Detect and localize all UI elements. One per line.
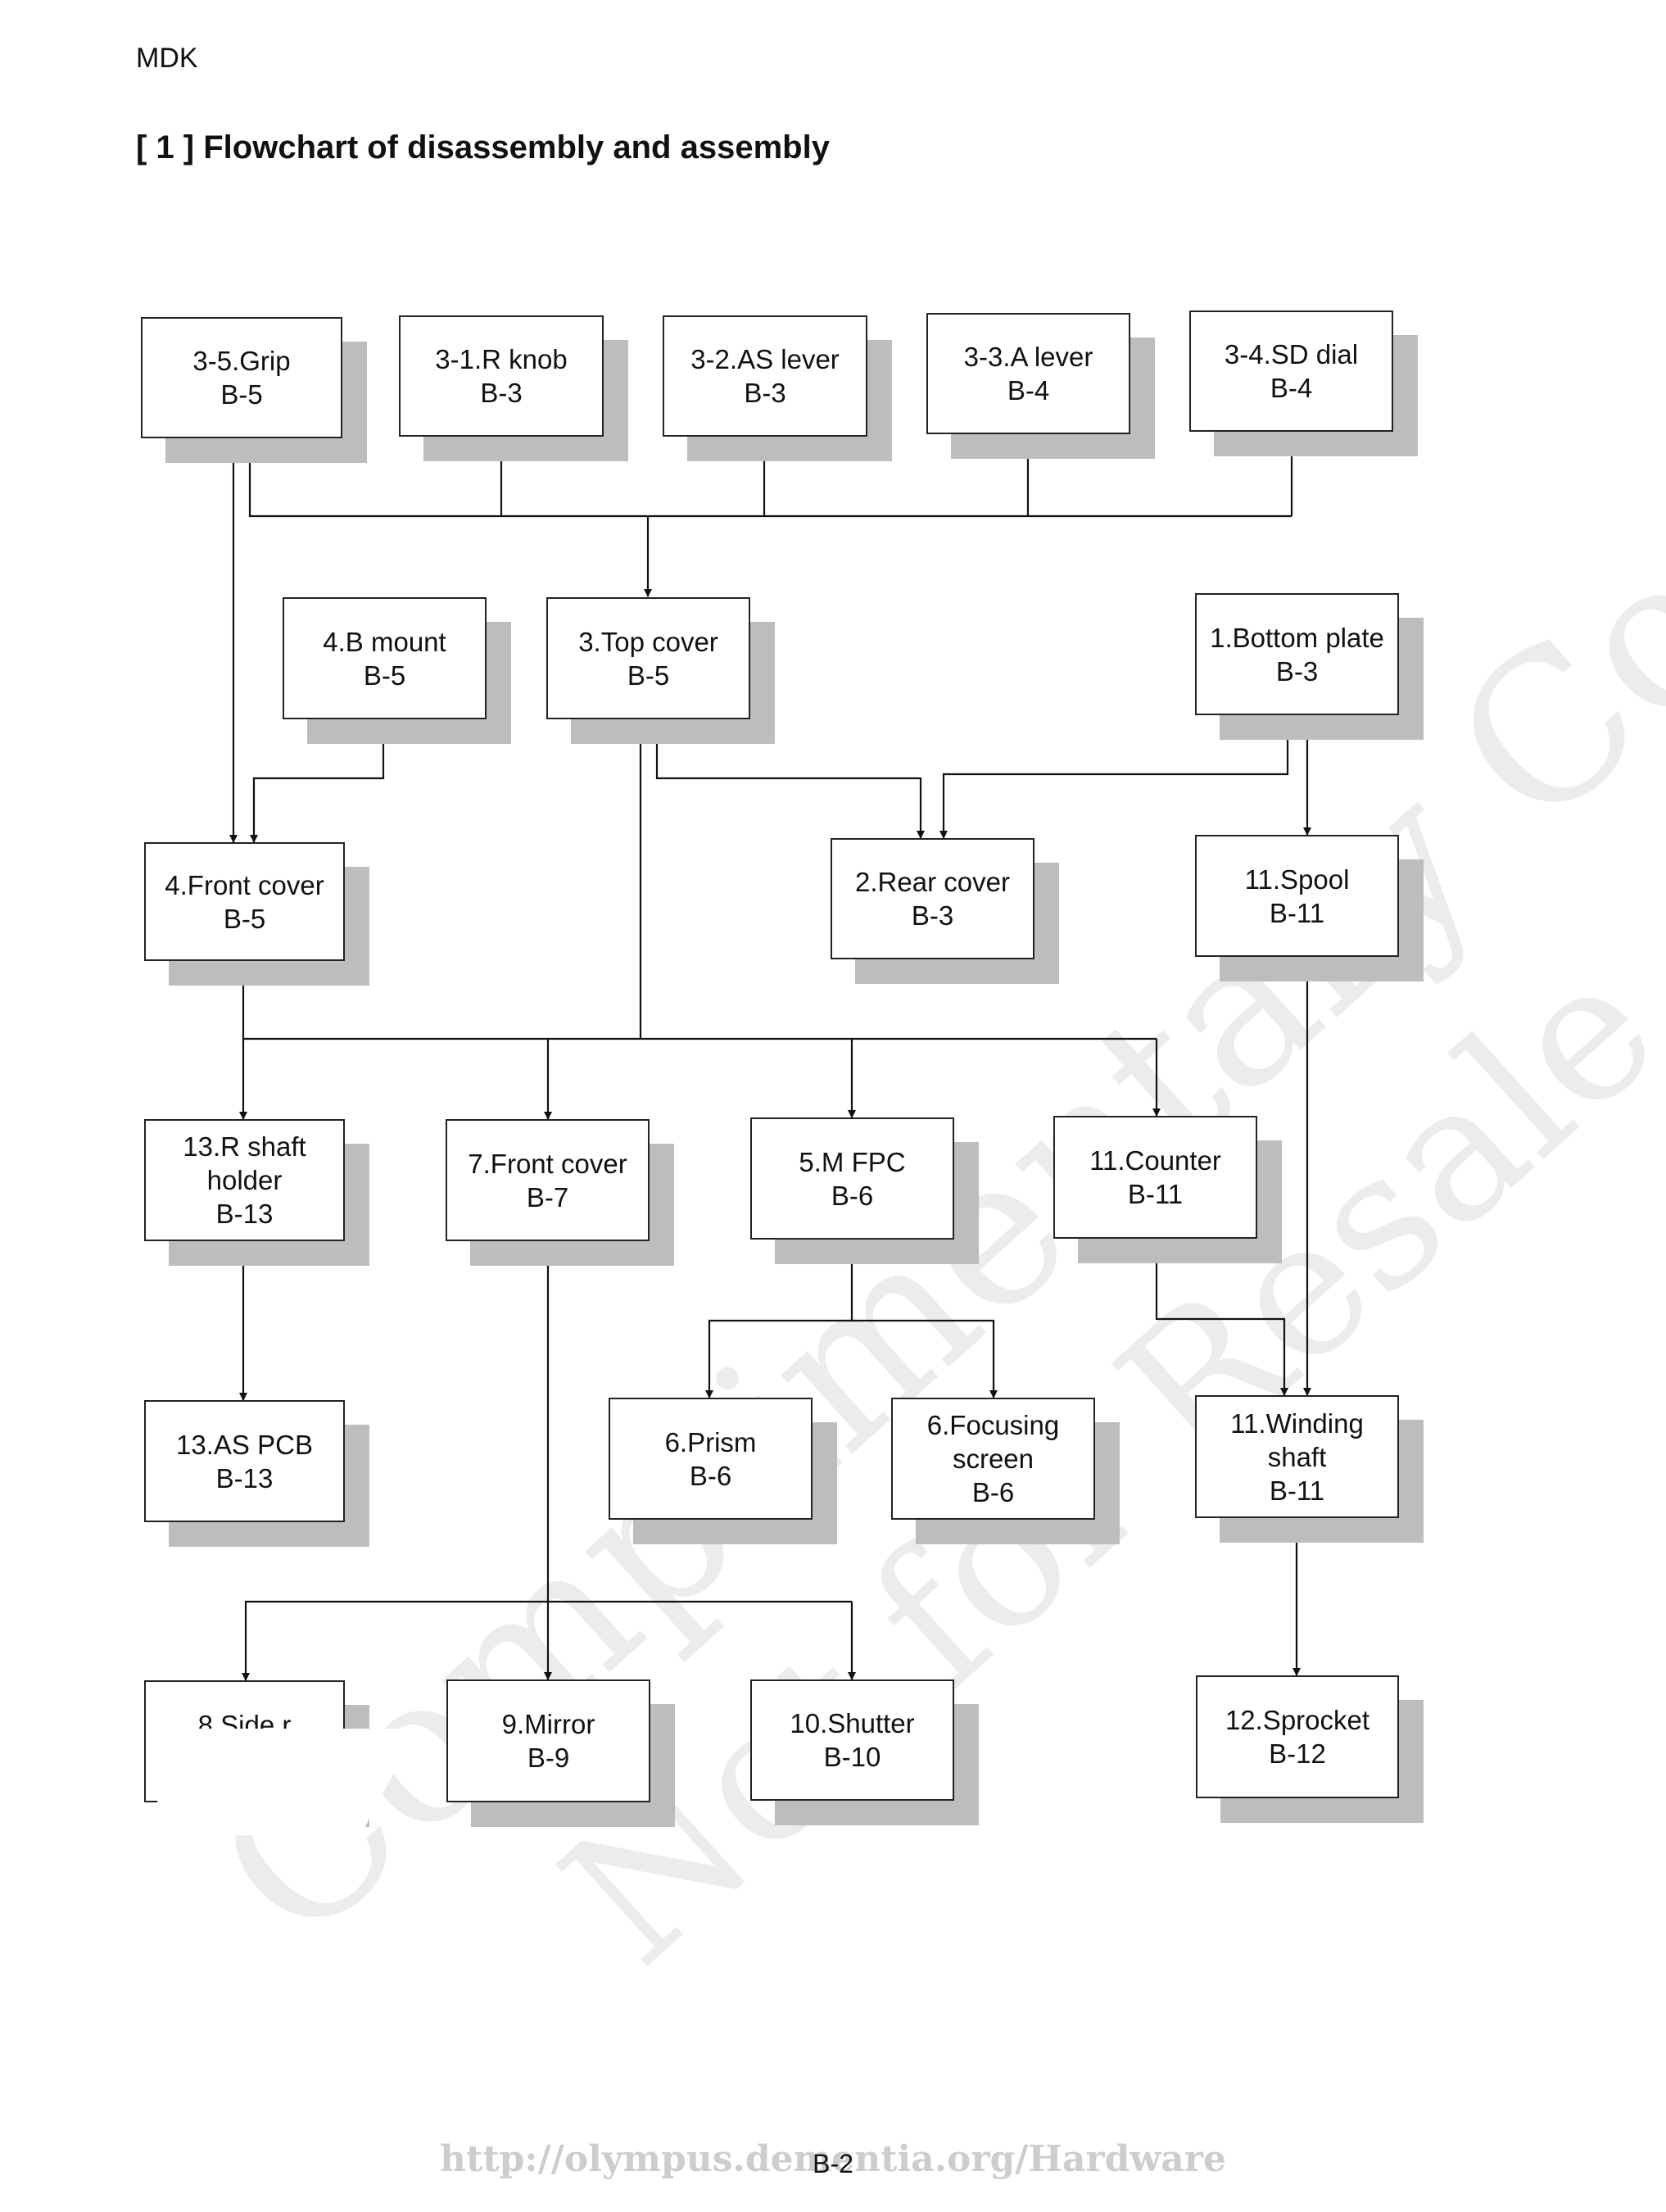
node-title: 6.Focusing <box>926 1410 1060 1440</box>
node-page-ref: B-3 <box>1275 655 1319 687</box>
node-rear-cover: 2.Rear cover B-3 <box>831 838 1059 984</box>
node-title: 11.Winding <box>1230 1407 1364 1439</box>
arrow-to-focusing-screen <box>852 1319 998 1398</box>
node-title: 2.Rear cover <box>855 867 1010 897</box>
node-title: 4.Front cover <box>165 869 324 900</box>
node-title: 3-3.A lever <box>963 342 1093 372</box>
node-as-pcb: 13.AS PCB B-13 <box>144 1400 369 1547</box>
node-page-ref: B-9 <box>527 1743 570 1773</box>
node-spool: 11.Spool B-11 <box>1195 835 1424 981</box>
node-page-ref: B-5 <box>627 660 670 691</box>
node-title: 3-2.AS lever <box>690 344 840 374</box>
arrow-bottom-plate-to-rear-cover <box>939 715 1289 839</box>
arrow-counter-to-winding-shaft <box>1155 1239 1288 1396</box>
node-r-shaft-holder: 13.R shaft holder B-13 <box>144 1119 369 1266</box>
node-page-ref: B-4 <box>1007 375 1050 406</box>
node-title-continued: shaft <box>1267 1441 1327 1472</box>
node-title: 13.AS PCB <box>176 1429 313 1460</box>
node-top-cover: 3.Top cover B-5 <box>546 597 775 744</box>
arrow-to-prism <box>705 1240 853 1398</box>
node-winding-shaft: 11.Winding shaft B-11 <box>1195 1395 1424 1543</box>
node-title: 5.M FPC <box>799 1146 906 1177</box>
node-title: 11.Counter <box>1089 1145 1221 1176</box>
node-m-fpc: 5.M FPC B-6 <box>750 1117 979 1264</box>
node-title: 12.Sprocket <box>1225 1705 1370 1735</box>
node-focusing-screen: 6.Focusing screen B-6 <box>891 1398 1120 1544</box>
node-title-continued: holder <box>206 1165 283 1195</box>
node-page-ref: B-6 <box>689 1460 732 1491</box>
node-page-ref: B-6 <box>971 1477 1015 1507</box>
node-title: 13.R shaft <box>183 1131 306 1162</box>
page-number: B-2 <box>813 2149 853 2178</box>
node-grip: 3-5.Grip B-5 <box>141 317 367 463</box>
node-sd-dial: 3-4.SD dial B-4 <box>1189 310 1418 456</box>
node-title: 9.Mirror <box>501 1709 595 1739</box>
node-page-ref: B-13 <box>215 1199 274 1229</box>
node-title: 3-1.R knob <box>435 344 568 374</box>
node-page-ref: B-13 <box>215 1462 274 1494</box>
node-title: 11.Spool <box>1244 863 1350 895</box>
node-page-ref: B-7 <box>526 1181 569 1213</box>
node-page-ref: B-10 <box>823 1742 881 1772</box>
node-title: 3-5.Grip <box>192 346 291 376</box>
node-title: 10.Shutter <box>790 1708 915 1738</box>
node-front-cover-4: 4.Front cover B-5 <box>144 842 369 986</box>
node-b-mount: 4.B mount B-5 <box>283 597 511 744</box>
node-page-ref: B-4 <box>1270 373 1313 403</box>
node-title-continued: screen <box>952 1444 1034 1474</box>
node-mirror: 9.Mirror B-9 <box>446 1679 675 1827</box>
page-title: [ 1 ] Flowchart of disassembly and assem… <box>136 129 830 165</box>
node-page-ref: B-3 <box>744 378 786 408</box>
node-title: 3.Top cover <box>578 626 718 657</box>
connector-knob-row-bus <box>248 438 1292 518</box>
node-as-lever: 3-2.AS lever B-3 <box>663 315 892 461</box>
node-page-ref: B-3 <box>911 900 954 931</box>
node-r-knob: 3-1.R knob B-3 <box>399 315 628 461</box>
node-page-ref: B-6 <box>831 1180 874 1211</box>
node-title: 1.Bottom plate <box>1210 622 1384 653</box>
arrow-top-cover-to-rear-cover <box>655 719 925 839</box>
node-title: 4.B mount <box>323 626 446 657</box>
node-a-lever: 3-3.A lever B-4 <box>926 313 1155 459</box>
arrow-to-side <box>242 1600 852 1681</box>
node-prism: 6.Prism B-6 <box>609 1398 837 1544</box>
node-page-ref: B-11 <box>1269 897 1325 928</box>
node-page-ref: B-5 <box>363 660 406 691</box>
node-title: 6.Prism <box>664 1426 757 1457</box>
node-page-ref: B-5 <box>223 903 266 934</box>
document-code: MDK <box>136 43 198 74</box>
node-sprocket: 12.Sprocket B-12 <box>1196 1675 1424 1823</box>
node-page-ref: B-11 <box>1269 1475 1325 1506</box>
node-front-cover-7: 7.Front cover B-7 <box>446 1119 674 1266</box>
footer-source-url: http://olympus.dementia.org/Hardware <box>440 2138 1226 2180</box>
node-page-ref: B-3 <box>480 378 523 408</box>
node-counter: 11.Counter B-11 <box>1053 1116 1282 1263</box>
node-shutter: 10.Shutter B-10 <box>750 1679 979 1825</box>
node-page-ref: B-11 <box>1127 1179 1184 1209</box>
node-title: 7.Front cover <box>468 1148 627 1179</box>
node-page-ref: B-5 <box>220 379 263 410</box>
node-bottom-plate: 1.Bottom plate B-3 <box>1195 593 1424 740</box>
arrow-b-mount-to-front-cover <box>250 719 385 843</box>
node-page-ref: B-12 <box>1269 1738 1326 1769</box>
node-title: 3-4.SD dial <box>1224 339 1359 369</box>
